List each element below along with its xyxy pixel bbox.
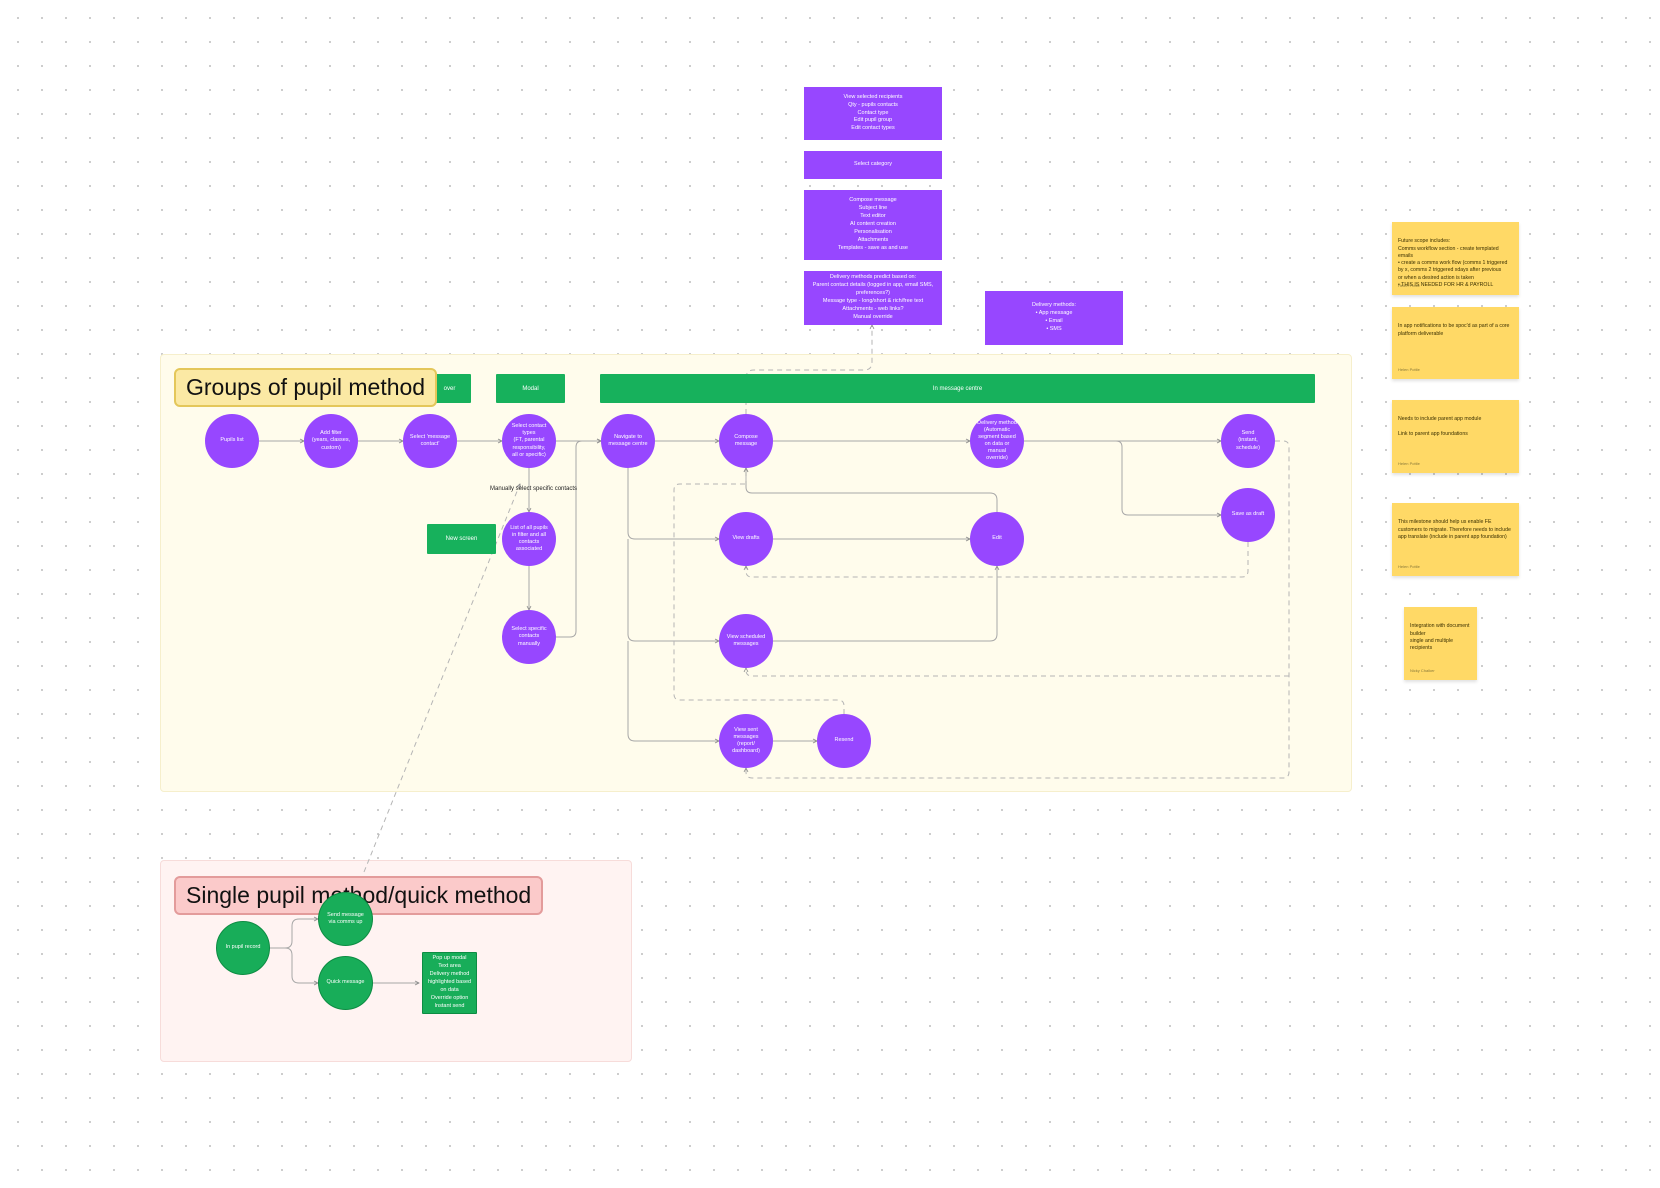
node-list-all-pupils[interactable]: List of all pupils in filter and all con… [502, 512, 556, 566]
node-view-drafts[interactable]: View drafts [719, 512, 773, 566]
edge-specific-navigate [556, 441, 601, 638]
node-select-message-contact[interactable]: Select 'message contact' [403, 414, 457, 468]
edge-label-manually-select: Manually select specific contacts [490, 486, 578, 492]
sticky-future-scope: Future scope includes: Comms workflow se… [1392, 222, 1519, 295]
node-save-as-draft[interactable]: Save as draft [1221, 488, 1275, 542]
node-select-specific-contacts[interactable]: Select specific contacts manually [502, 610, 556, 664]
sticky-document-builder: Integration with document builder single… [1404, 607, 1477, 680]
rect-view-selected-recipients: View selected recipients Qty - pupils co… [804, 87, 942, 140]
node-in-pupil-record[interactable]: In pupil record [216, 921, 270, 975]
edge-delivery-draft [1024, 440, 1221, 515]
bar-new-screen: New screen [427, 524, 496, 554]
node-navigate-message-centre[interactable]: Navigate to message centre [601, 414, 655, 468]
node-pupils-list[interactable]: Pupils list [205, 414, 259, 468]
node-send-via-comms[interactable]: Send message via comms up [318, 892, 373, 946]
sticky-author: Helen Pottle [1398, 283, 1420, 289]
groups-section-title: Groups of pupil method [174, 368, 438, 407]
sticky-milestone: This milestone should help us enable FE … [1392, 503, 1519, 576]
edge-single-to-groups [363, 484, 520, 873]
node-add-filter[interactable]: Add filter (years, classes, custom) [304, 414, 358, 468]
rect-popup-modal: Pop up modal Text area Delivery method h… [422, 952, 477, 1014]
sticky-author: Nicky Chalker [1410, 668, 1435, 674]
edge-navigate-sent [627, 641, 719, 741]
sticky-in-app-notifications-text: In app notifications to be spoc'd as par… [1398, 323, 1510, 337]
edge-record-quick [270, 947, 318, 983]
edge-draft-back-drafts [746, 542, 1249, 578]
node-view-scheduled[interactable]: View scheduled messages [719, 614, 773, 668]
node-view-sent[interactable]: View sent messages (report/ dashboard) [719, 714, 773, 768]
edge-send-loop-scheduled [746, 668, 1289, 677]
sticky-author: Helen Pottle [1398, 461, 1420, 467]
bar-message-centre: In message centre [600, 374, 1315, 403]
sticky-milestone-text: This milestone should help us enable FE … [1398, 519, 1511, 540]
node-resend[interactable]: Resend [817, 714, 871, 768]
sticky-parent-app: Needs to include parent app module Link … [1392, 400, 1519, 473]
node-compose-message[interactable]: Compose message [719, 414, 773, 468]
edge-send-loop-sent [746, 440, 1290, 779]
node-quick-message[interactable]: Quick message [318, 956, 373, 1010]
bar-modal: Modal [496, 374, 565, 403]
sticky-author: Helen Pottle [1398, 367, 1420, 373]
sticky-future-scope-text: Future scope includes: Comms workflow se… [1398, 238, 1508, 288]
node-send[interactable]: Send (instant, schedule) [1221, 414, 1275, 468]
node-edit[interactable]: Edit [970, 512, 1024, 566]
rect-delivery-prediction: Delivery methods predict based on: Paren… [804, 271, 942, 325]
sticky-in-app-notifications: In app notifications to be spoc'd as par… [1392, 307, 1519, 379]
edge-resend-compose [673, 468, 845, 714]
rect-compose-details: Compose message Subject line Text editor… [804, 190, 942, 260]
node-select-contact-types[interactable]: Select contact types (FT, parental respo… [502, 414, 556, 468]
node-delivery-method[interactable]: Delivery method (Automatic segment based… [970, 414, 1024, 468]
sticky-parent-app-text: Needs to include parent app module Link … [1398, 416, 1482, 437]
edge-record-send [270, 919, 318, 949]
edge-scheduled-edit [773, 566, 997, 642]
rect-delivery-methods: Delivery methods: • App message • Email … [985, 291, 1123, 345]
edge-edit-compose [746, 468, 998, 512]
sticky-document-builder-text: Integration with document builder single… [1410, 623, 1470, 652]
edge-navigate-scheduled [627, 539, 719, 641]
sticky-author: Helen Pottle [1398, 564, 1420, 570]
rect-select-category: Select category [804, 151, 942, 179]
edge-navigate-drafts [627, 468, 719, 539]
